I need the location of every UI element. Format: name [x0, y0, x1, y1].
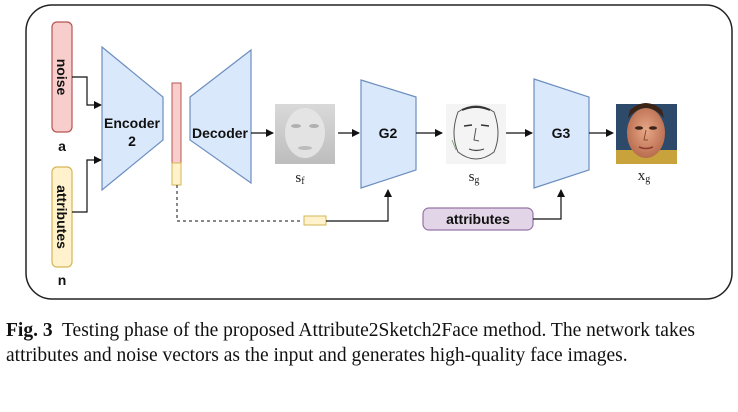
encoder-label-line1: Encoder: [104, 115, 161, 131]
attributes-label: attributes: [54, 185, 70, 249]
small-attribute-vector: [303, 215, 327, 226]
encoder-block: [101, 45, 164, 192]
g3-block: [533, 78, 590, 189]
attributes-letter: n: [58, 272, 67, 288]
latent-attribute-part: [171, 162, 182, 186]
xg-face-image: [616, 103, 677, 164]
noise-to-encoder-arrow: [72, 76, 102, 109]
attributes-condition-label: attributes: [446, 211, 510, 227]
sf-label: sf: [295, 170, 305, 187]
sf-face-image: [275, 104, 335, 164]
decoder-block: [189, 48, 252, 185]
encoder-label-line2: 2: [128, 133, 136, 149]
attributes-vector-box: [51, 166, 73, 268]
decoder-label: Decoder: [192, 125, 249, 141]
attributes-to-encoder-arrow: [72, 156, 102, 213]
g3-label: G3: [552, 125, 571, 141]
latent-noise-part: [171, 82, 182, 164]
noise-letter: a: [58, 138, 66, 154]
latent-to-attr-vector-dashed: [176, 185, 302, 222]
figure-caption: Fig. 3 Testing phase of the proposed Att…: [6, 318, 734, 368]
caption-text: Testing phase of the proposed Attribute2…: [6, 320, 695, 366]
g2-block: [360, 79, 417, 189]
figure-number: Fig. 3: [6, 320, 53, 341]
sg-label: sg: [469, 169, 480, 186]
xg-label: xg: [638, 168, 651, 185]
attr-vector-to-g2-arrow: [326, 189, 392, 222]
sg-sketch-image: [446, 104, 506, 164]
g2-label: G2: [379, 125, 398, 141]
noise-label: noise: [54, 59, 70, 96]
attributes-to-g3-arrow: [533, 189, 565, 220]
